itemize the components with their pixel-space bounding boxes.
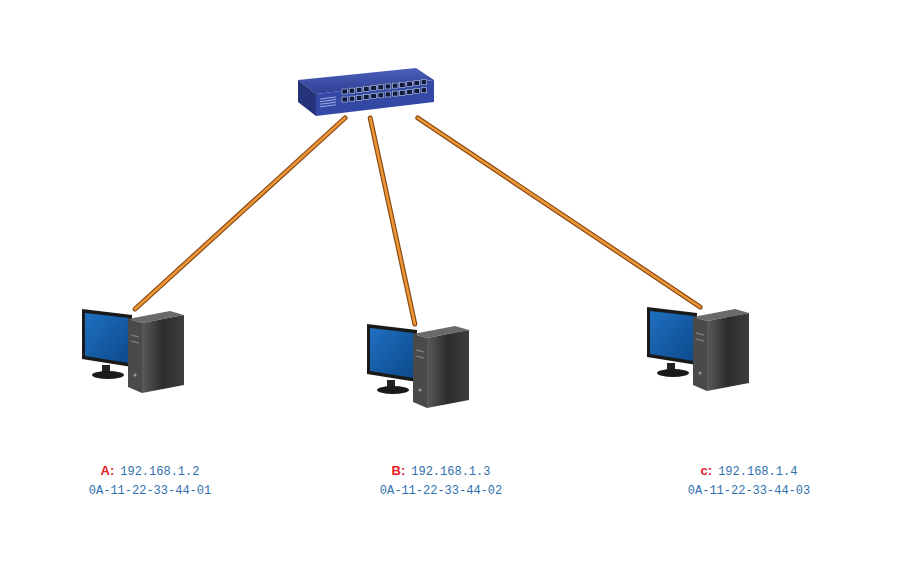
host-label: A: 192.168.1.2 0A-11-22-33-44-01: [89, 460, 211, 501]
address-row: c: 192.168.1.4: [688, 460, 810, 482]
host-name: c:: [701, 463, 713, 478]
address-row: B: 192.168.1.3: [380, 460, 502, 482]
mac-address: 0A-11-22-33-44-03: [688, 482, 810, 501]
ip-address: 192.168.1.3: [411, 465, 490, 479]
host-label: c: 192.168.1.4 0A-11-22-33-44-03: [688, 460, 810, 501]
computer-icon: [80, 305, 186, 395]
network-cable: [135, 118, 345, 309]
host-label: B: 192.168.1.3 0A-11-22-33-44-02: [380, 460, 502, 501]
host-name: B:: [392, 463, 406, 478]
network-switch: [296, 66, 436, 122]
address-row: A: 192.168.1.2: [89, 460, 211, 482]
mac-address: 0A-11-22-33-44-02: [380, 482, 502, 501]
computer-icon: [645, 303, 751, 393]
mac-address: 0A-11-22-33-44-01: [89, 482, 211, 501]
switch-icon: [296, 66, 436, 122]
computer-icon: [365, 320, 471, 410]
network-cable: [370, 118, 415, 324]
network-cable: [418, 118, 700, 307]
computer: B:192.168.1.30A-11-22-33-44-02: [365, 320, 471, 410]
computer: A:192.168.1.20A-11-22-33-44-01: [80, 305, 186, 395]
host-name: A:: [101, 463, 115, 478]
ip-address: 192.168.1.2: [120, 465, 199, 479]
computer: c:192.168.1.40A-11-22-33-44-03: [645, 303, 751, 393]
ip-address: 192.168.1.4: [718, 465, 797, 479]
